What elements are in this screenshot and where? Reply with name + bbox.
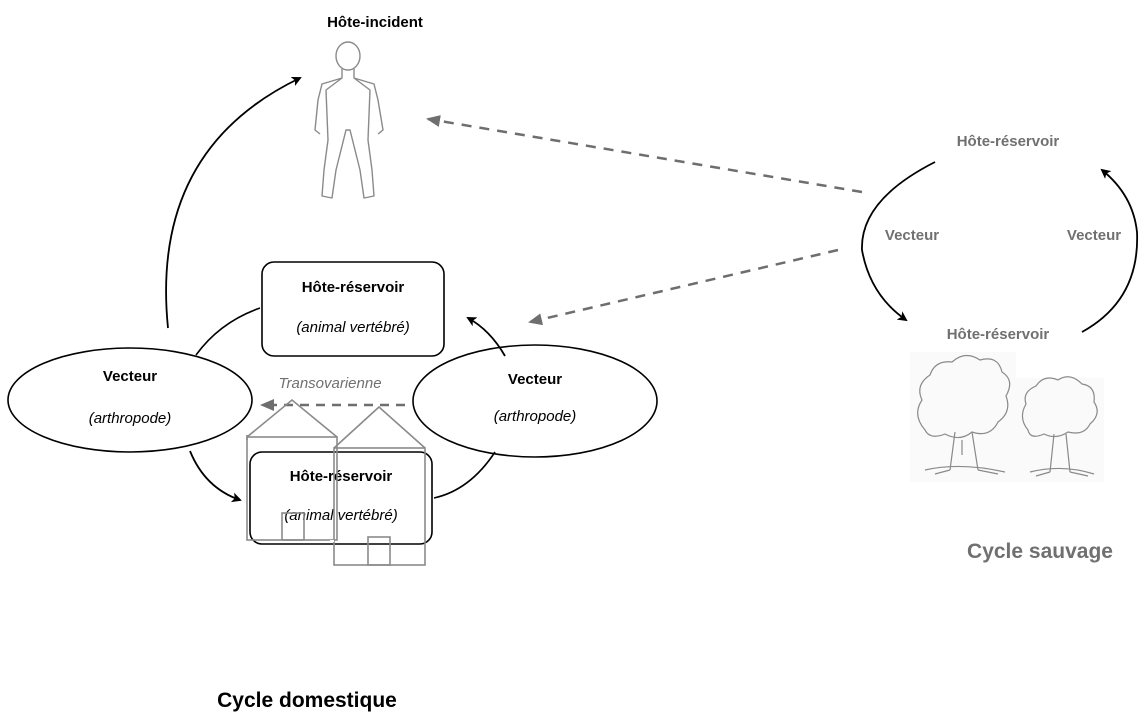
domestic-host-bottom-title: Hôte-réservoir: [290, 468, 393, 485]
domestic-host-top-box: [261, 261, 445, 357]
wild-vector-right-label: Vecteur: [1067, 227, 1121, 244]
incident-host-label: Hôte-incident: [327, 14, 423, 31]
arrow-wild-to-domestic-host: [528, 248, 839, 326]
domestic-host-top-title: Hôte-réservoir: [302, 279, 405, 296]
arrow-vector-right-to-host-top: [466, 317, 506, 357]
domestic-vector-right-subtitle: (arthropode): [494, 408, 577, 425]
arrow-vector-left-to-host-bottom: [189, 450, 242, 503]
trees-icon: [910, 352, 1104, 482]
arrow-wild-to-incident-host: [426, 115, 863, 194]
domestic-vector-left-ellipse: [7, 347, 253, 453]
transovarial-label: Transovarienne: [278, 375, 381, 392]
domestic-vector-left-title: Vecteur: [103, 368, 157, 385]
domestic-vector-left-subtitle: (arthropode): [89, 410, 172, 427]
domestic-vector-right-title: Vecteur: [508, 371, 562, 388]
domestic-vector-right-ellipse: [412, 344, 658, 458]
arrow-wild-host-top-to-host-bottom: [861, 161, 936, 322]
domestic-host-top-subtitle: (animal vertébré): [296, 319, 409, 336]
arrow-vector-to-incident-host: [165, 76, 302, 329]
arc-vector-left-to-host-top: [195, 307, 261, 356]
domestic-host-bottom-subtitle: (animal vertébré): [284, 507, 397, 524]
wild-vector-left-label: Vecteur: [885, 227, 939, 244]
domestic-host-bottom-box: [249, 451, 433, 545]
wild-host-bottom-label: Hôte-réservoir: [947, 326, 1050, 343]
wild-cycle-label: Cycle sauvage: [967, 540, 1113, 563]
houses-icon: [246, 398, 426, 566]
human-icon: [314, 41, 384, 199]
wild-host-top-label: Hôte-réservoir: [957, 133, 1060, 150]
arc-host-bottom-to-vector-right: [433, 451, 496, 499]
domestic-cycle-label: Cycle domestique: [217, 689, 397, 712]
arrow-wild-host-bottom-to-host-top: [1081, 168, 1138, 333]
